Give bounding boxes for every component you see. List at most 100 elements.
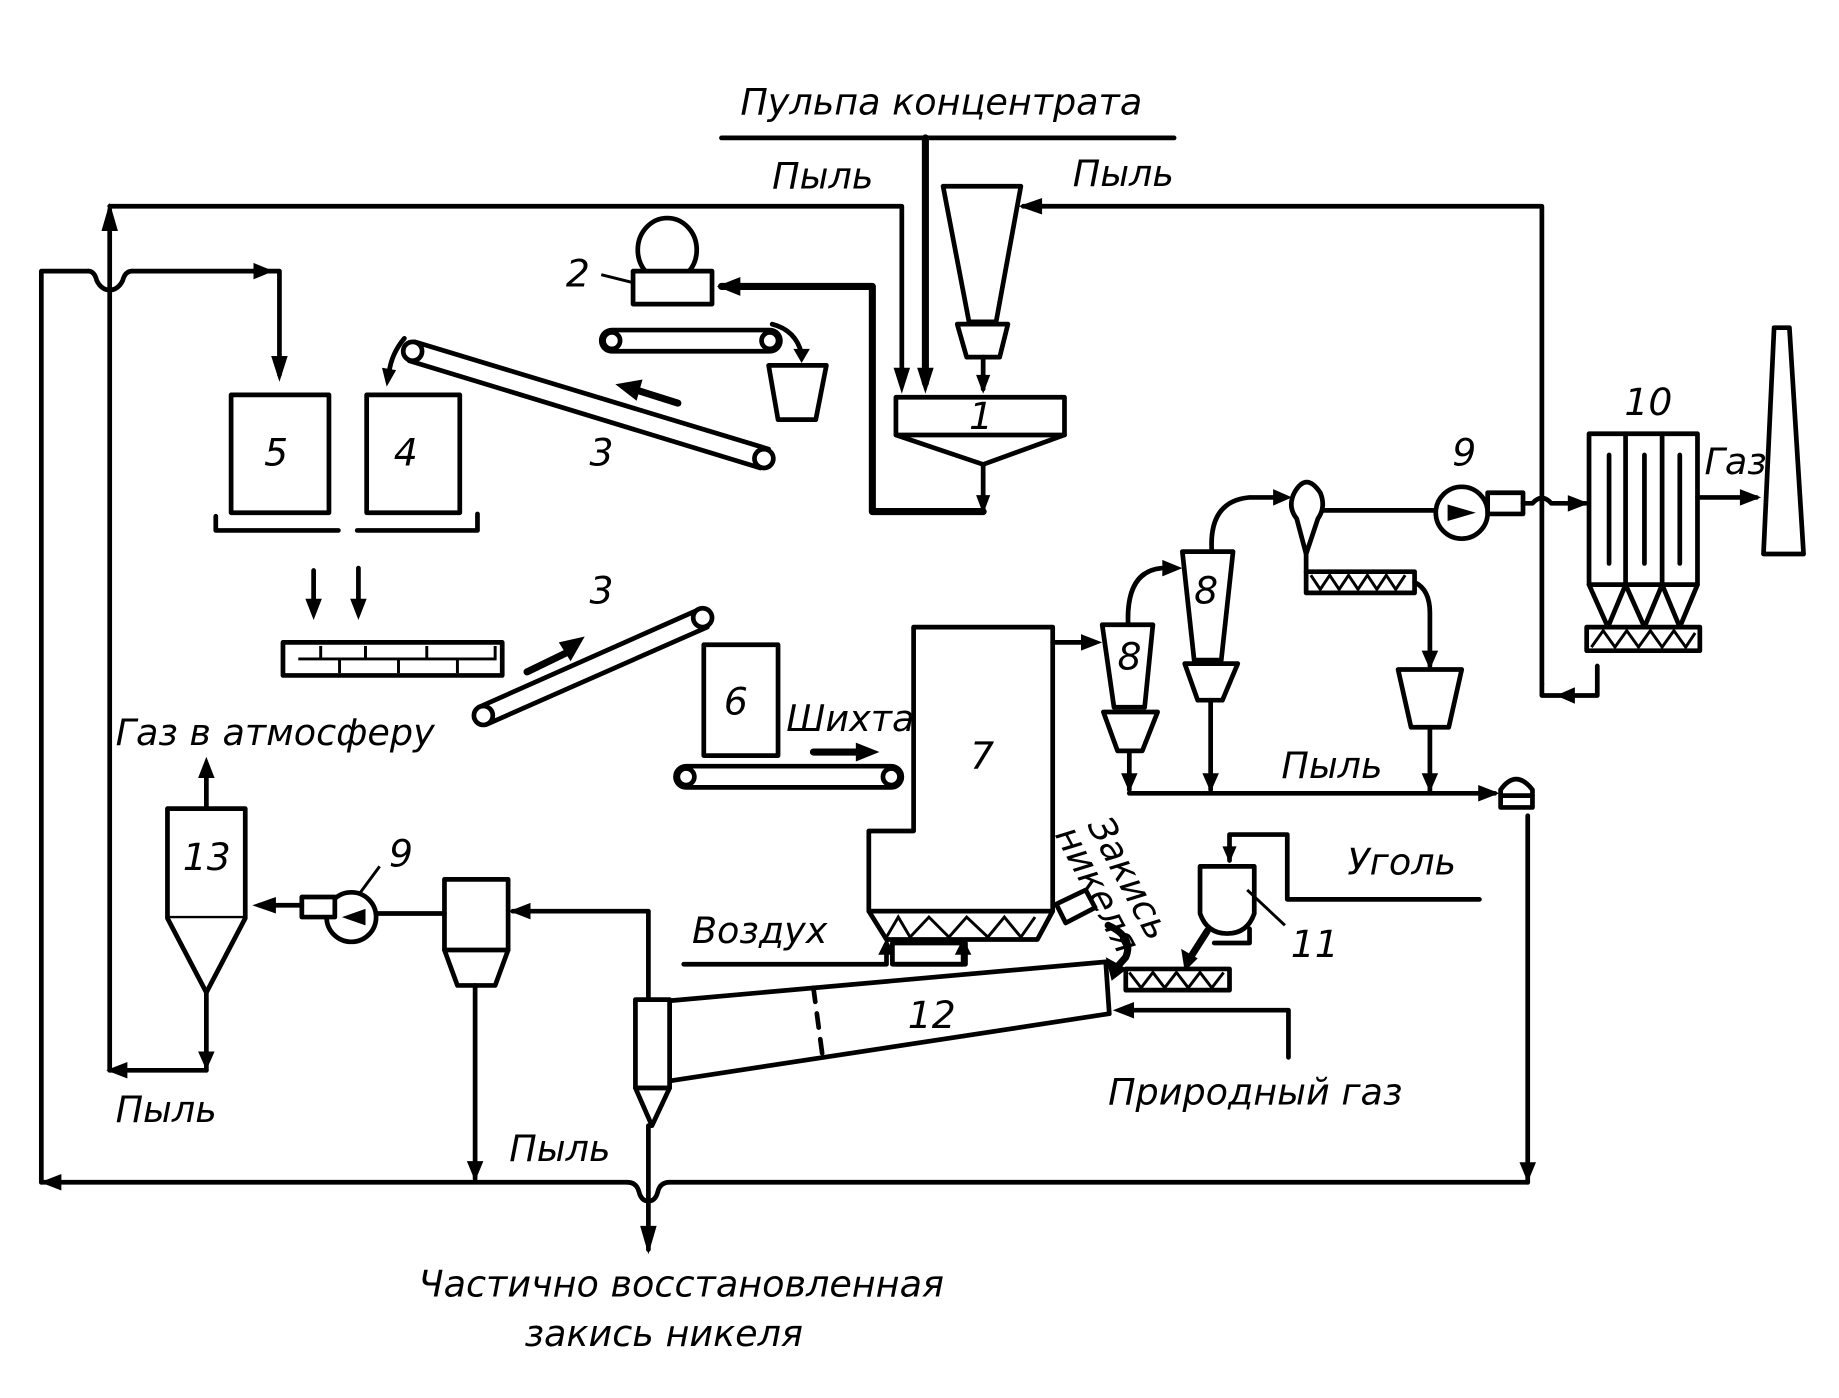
kiln-offgas-line [510, 908, 651, 1002]
arrow-head [558, 636, 585, 662]
mixer [280, 640, 505, 678]
hopper-cone [940, 183, 1024, 325]
air-label: Воздух [692, 909, 828, 952]
kiln-body [667, 959, 1112, 1084]
scrubber-cone [165, 917, 248, 995]
arrow-head [1105, 957, 1127, 981]
scrubber-number: 13 [183, 835, 231, 879]
dust-line-right [1020, 203, 1545, 687]
pulley [752, 446, 776, 471]
fan-right-number: 9 [1452, 431, 1476, 475]
outer-loop-line [38, 268, 91, 1185]
arrow-head [198, 1051, 215, 1071]
bin-5-body [228, 392, 332, 516]
cyclone-link [1209, 495, 1288, 555]
gas-to-filter [1520, 495, 1588, 506]
arrow-head [716, 277, 741, 296]
direction-arrow [523, 649, 570, 676]
pulley [880, 766, 902, 788]
bin-6: 6 Шихта [673, 642, 914, 790]
screw-conveyor [1303, 569, 1417, 596]
arrow-head [1018, 198, 1043, 215]
furnace-number: 7 [970, 734, 994, 778]
arrow-head [855, 742, 880, 762]
arrow-head [253, 262, 274, 280]
screw-flights [1309, 572, 1407, 593]
pulley [471, 703, 496, 728]
arrow-head [1567, 495, 1590, 512]
pulley [675, 766, 697, 788]
fan-9-right: 9 [1433, 431, 1526, 542]
bin-5: 5 [228, 392, 332, 516]
dust-label-cyclones: Пыль [1281, 744, 1382, 787]
arrow-head [1080, 634, 1103, 651]
kiln-12: 12 [633, 959, 1112, 1129]
filter-number: 2 [566, 251, 590, 295]
product-label-line2: закись никеля [525, 1312, 803, 1355]
pulley [690, 605, 715, 630]
fan-outlet [1485, 490, 1526, 517]
cyclone-body [1180, 549, 1236, 663]
bin-4-number: 4 [394, 431, 418, 475]
underflow-to-filter [717, 282, 987, 516]
cyclone-8a: 8 [1099, 565, 1164, 793]
arrow-head [1478, 785, 1500, 802]
filter-conveyor [598, 327, 783, 354]
chimney [1761, 325, 1806, 557]
feeder-body [1197, 864, 1257, 936]
bin-4: 4 [364, 392, 463, 516]
nickel-oxide-chute [1053, 887, 1098, 926]
furnace-7: 7 [866, 624, 1103, 967]
cyclone-8b: 8 [1162, 489, 1292, 793]
kiln-discharge-cone [633, 1085, 672, 1129]
pulley [759, 330, 781, 352]
kiln-zone-divider [811, 985, 826, 1061]
arrow-head [381, 367, 397, 387]
kiln-discharge-hood [633, 997, 672, 1091]
arrow-head [466, 1161, 484, 1182]
dust-return-right [1018, 198, 1600, 704]
arrow-head [305, 598, 322, 621]
arrow-head [509, 902, 531, 920]
bin-6-number: 6 [724, 679, 748, 723]
cake-bucket [766, 363, 829, 422]
coal-line [1227, 832, 1482, 902]
arrow-head [1273, 489, 1292, 506]
cyclone-body [1099, 622, 1156, 710]
arrow-head [893, 367, 911, 394]
scrubber-13: 13 [165, 756, 248, 1073]
leader-line [358, 865, 381, 895]
arrow-head [1421, 650, 1439, 670]
screw-flights [1128, 970, 1225, 991]
conveyor-upper-3: 3 [381, 335, 776, 475]
conveyor-lower-3: 3 [471, 569, 715, 728]
filter-2: 2 [566, 215, 829, 422]
coal-feed-arrow [1187, 927, 1211, 961]
fan-arrow [341, 908, 366, 926]
cyclone-upper [442, 876, 511, 953]
arrow-head [1121, 773, 1138, 793]
thickener-number: 1 [969, 394, 993, 438]
arrow-head [1181, 948, 1198, 972]
bin-5-number: 5 [264, 431, 288, 475]
arrow-head [106, 1062, 128, 1079]
fan-arrow [1447, 504, 1476, 522]
dust-hopper [940, 183, 1024, 394]
natural-gas-label: Природный газ [1108, 1070, 1402, 1113]
thickener-tank [893, 394, 1067, 438]
cyclone-hopper [1101, 709, 1160, 754]
cyclone-link [1125, 565, 1164, 628]
arrow-head [1556, 687, 1575, 704]
product-label-line1: Частично восстановленная [419, 1263, 944, 1306]
arrow-head [1421, 773, 1439, 793]
weigh-feeder-right [354, 511, 480, 533]
filter-hoppers [1586, 582, 1700, 630]
electrofilter-10: 10 [1584, 380, 1703, 654]
dust-line-top [107, 203, 905, 386]
arrow-head [252, 897, 276, 914]
kiln-cyclone [442, 876, 511, 1182]
feed-to-bin-5 [129, 268, 282, 378]
arrow-head [793, 348, 810, 364]
arrow-head [640, 1225, 657, 1255]
